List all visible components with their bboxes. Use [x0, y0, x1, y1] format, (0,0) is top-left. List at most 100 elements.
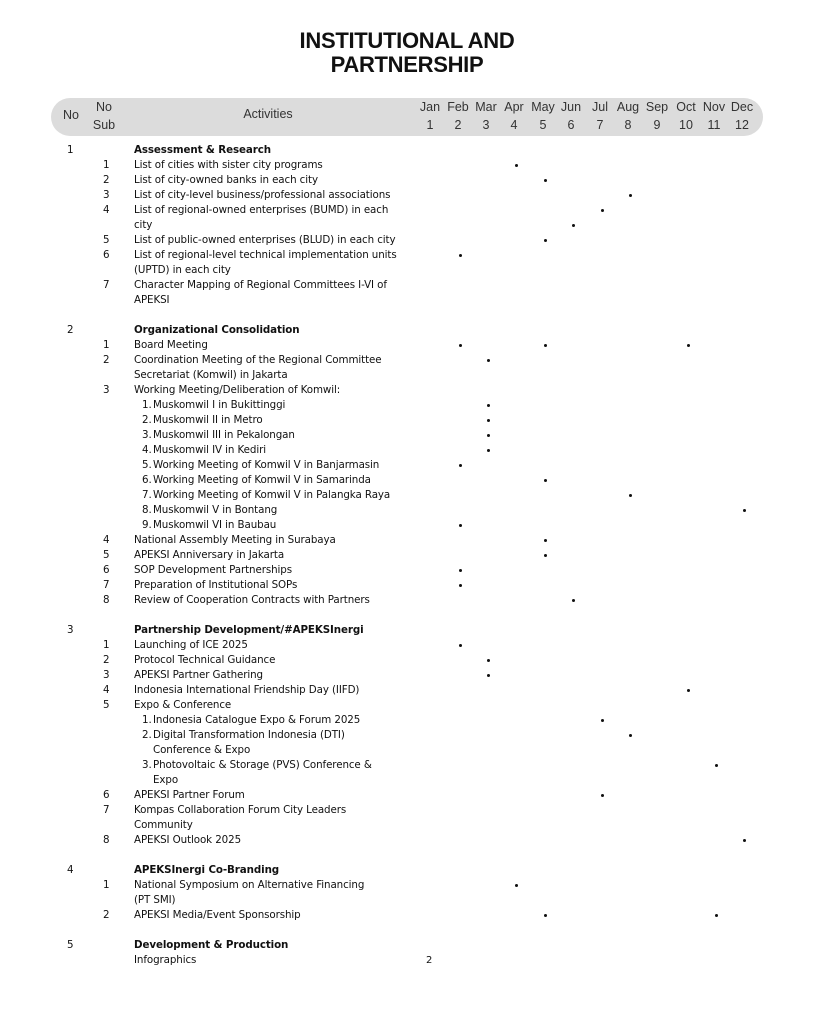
schedule-dot	[487, 449, 490, 452]
sub-number: 3	[103, 669, 110, 681]
header-month-dec: Dec	[730, 100, 754, 114]
schedule-dot	[601, 794, 604, 797]
page-number: 2	[426, 955, 433, 966]
sub-activity-label: Working Meeting of Komwil V in Palangka …	[153, 489, 391, 501]
schedule-dot	[459, 644, 462, 647]
header-no: No	[63, 108, 79, 122]
activity-label: Coordination Meeting of the Regional Com…	[134, 354, 382, 366]
section-number: 2	[67, 324, 74, 336]
sub-number: 6	[103, 564, 110, 576]
header-month-number: 4	[510, 118, 518, 132]
section-title: Development & Production	[134, 939, 289, 951]
sub-item-number: 2.	[142, 414, 152, 426]
section-number: 3	[67, 624, 74, 636]
sub-number: 1	[103, 879, 110, 891]
header-month-number: 11	[707, 118, 721, 132]
sub-item-number: 7.	[142, 489, 152, 501]
sub-number: 1	[103, 159, 110, 171]
activity-label: APEKSI	[134, 294, 170, 306]
schedule-dot	[459, 344, 462, 347]
sub-number: 5	[103, 549, 110, 561]
schedule-dot	[687, 344, 690, 347]
header-month-number: 5	[539, 118, 547, 132]
activity-label: National Symposium on Alternative Financ…	[134, 879, 365, 891]
section-number: 4	[67, 864, 74, 876]
schedule-dot	[629, 194, 632, 197]
schedule-dot	[459, 524, 462, 527]
activity-label: Review of Cooperation Contracts with Par…	[134, 594, 370, 606]
activity-label: Board Meeting	[134, 339, 208, 351]
header-month-apr: Apr	[504, 100, 524, 114]
schedule-dot	[544, 539, 547, 542]
sub-number: 2	[103, 354, 110, 366]
title-line-2: PARTNERSHIP	[330, 52, 484, 77]
sub-number: 2	[103, 654, 110, 666]
sub-number: 5	[103, 234, 110, 246]
activity-label: APEKSI Partner Gathering	[134, 669, 263, 681]
sub-number: 1	[103, 639, 110, 651]
schedule-dot	[715, 914, 718, 917]
activity-label: Infographics	[134, 954, 197, 966]
sub-number: 5	[103, 699, 110, 711]
schedule-dot	[601, 209, 604, 212]
activity-label: Secretariat (Komwil) in Jakarta	[134, 369, 288, 381]
sub-activity-label: Digital Transformation Indonesia (DTI)	[153, 729, 345, 741]
activity-label: APEKSI Anniversary in Jakarta	[134, 549, 285, 561]
sub-activity-label: Muskomwil III in Pekalongan	[153, 429, 295, 441]
sub-item-number: 4.	[142, 444, 152, 456]
sub-activity-label: Muskomwil I in Bukittinggi	[153, 399, 286, 411]
sub-number: 4	[103, 534, 110, 546]
section-number: 1	[67, 144, 74, 156]
sub-number: 1	[103, 339, 110, 351]
header-month-number: 7	[596, 118, 604, 132]
activity-label: APEKSI Outlook 2025	[134, 834, 242, 846]
header-activities: Activities	[243, 107, 293, 121]
sub-activity-label: Expo	[153, 774, 179, 786]
sub-activity-label: Working Meeting of Komwil V in Banjarmas…	[153, 459, 380, 471]
header-month-oct: Oct	[676, 100, 696, 114]
activity-label: SOP Development Partnerships	[134, 564, 292, 576]
sub-number: 4	[103, 204, 110, 216]
table-header	[51, 98, 763, 136]
schedule-dot	[459, 254, 462, 257]
sub-number: 3	[103, 384, 110, 396]
schedule-dot	[487, 434, 490, 437]
sub-activity-label: Indonesia Catalogue Expo & Forum 2025	[153, 714, 361, 726]
sub-item-number: 2.	[142, 729, 152, 741]
schedule-dot	[487, 419, 490, 422]
activity-label: Character Mapping of Regional Committees…	[134, 279, 387, 291]
activity-label: Working Meeting/Deliberation of Komwil:	[134, 384, 341, 396]
sub-activity-label: Conference & Expo	[153, 744, 251, 756]
header-month-number: 6	[567, 118, 575, 132]
schedule-dot	[515, 164, 518, 167]
activity-label: List of regional-owned enterprises (BUMD…	[134, 204, 389, 216]
schedule-dot	[743, 839, 746, 842]
sub-item-number: 1.	[142, 399, 152, 411]
sub-number: 7	[103, 279, 110, 291]
header-month-aug: Aug	[616, 100, 640, 114]
sub-number: 2	[103, 174, 110, 186]
sub-number: 7	[103, 804, 110, 816]
sub-activity-label: Muskomwil V in Bontang	[153, 504, 278, 516]
header-month-nov: Nov	[702, 100, 726, 114]
schedule-dot	[487, 404, 490, 407]
schedule-dot	[515, 884, 518, 887]
activity-label: List of city-level business/professional…	[134, 189, 391, 201]
sub-activity-label: Muskomwil IV in Kediri	[153, 444, 266, 456]
schedule-dot	[487, 359, 490, 362]
sub-item-number: 8.	[142, 504, 152, 516]
schedule-dot	[572, 224, 575, 227]
schedule-dot	[544, 479, 547, 482]
schedule-dot	[629, 734, 632, 737]
schedule-dot	[629, 494, 632, 497]
section-title: Partnership Development/#APEKSInergi	[134, 624, 364, 636]
activity-label: National Assembly Meeting in Surabaya	[134, 534, 336, 546]
activity-label: Community	[134, 819, 193, 831]
schedule-dot	[544, 914, 547, 917]
activity-label: List of regional-level technical impleme…	[134, 249, 397, 261]
header-no-sub-1: No	[96, 100, 112, 114]
schedule-dot	[459, 569, 462, 572]
schedule-dot	[601, 719, 604, 722]
title-line-1: INSTITUTIONAL AND	[299, 28, 515, 53]
header-month-number: 9	[653, 118, 661, 132]
